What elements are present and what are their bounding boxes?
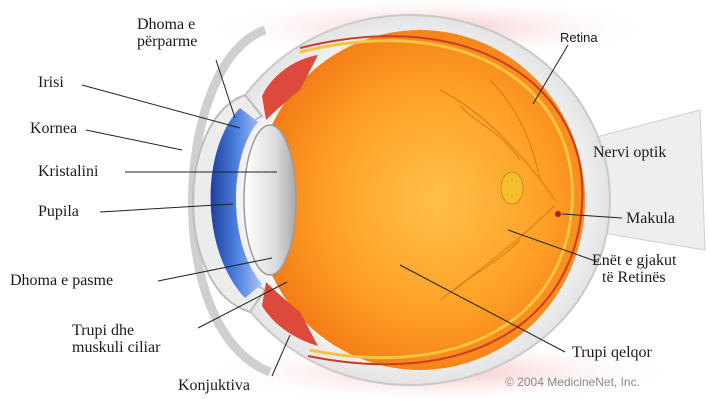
label-anterior-chamber-line1: Dhoma e [137, 16, 197, 33]
label-ciliary-body: Trupi dhe muskuli ciliar [72, 322, 160, 356]
label-vitreous-body: Trupi qelqor [572, 344, 652, 361]
label-retinal-vessels-line1: Enët e gjakut [592, 252, 676, 269]
lens-shape [244, 125, 296, 275]
label-cornea: Kornea [30, 120, 77, 137]
label-iris: Irisi [38, 74, 64, 91]
label-ciliary-body-line2: muskuli ciliar [72, 339, 160, 356]
macula-spot [501, 172, 523, 204]
label-conjunctiva: Konjuktiva [178, 377, 250, 394]
label-pupil: Pupila [38, 203, 79, 220]
label-retinal-vessels: Enët e gjakut të Retinës [592, 252, 676, 286]
label-anterior-chamber: Dhoma e përparme [137, 16, 197, 50]
label-retina: Retina [560, 29, 598, 46]
label-anterior-chamber-line2: përparme [137, 33, 197, 50]
label-ciliary-body-line1: Trupi dhe [72, 322, 160, 339]
macula-point [555, 211, 561, 217]
label-optic-nerve: Nervi optik [593, 144, 666, 161]
label-macula: Makula [626, 210, 675, 227]
label-retinal-vessels-line2: të Retinës [592, 269, 676, 286]
copyright-notice: © 2004 MedicineNet, Inc. [505, 374, 640, 391]
label-lens: Kristalini [38, 163, 98, 180]
label-posterior-chamber: Dhoma e pasme [10, 272, 113, 289]
